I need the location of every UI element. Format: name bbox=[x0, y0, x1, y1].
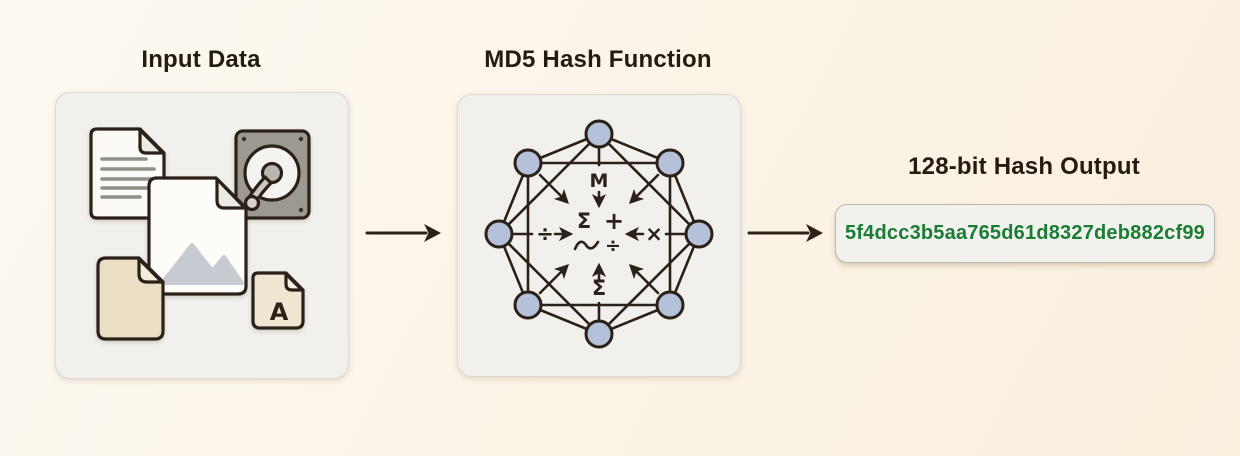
disk-arm-pivot bbox=[243, 194, 261, 212]
sigma-lower-symbol: Σ bbox=[592, 276, 606, 300]
network-node bbox=[655, 148, 685, 178]
md5-function-title: MD5 Hash Function bbox=[484, 46, 712, 73]
hash-output-box: 5f4dcc3b5aa765d61d8327deb882cf99 bbox=[835, 204, 1215, 263]
network-node bbox=[684, 219, 714, 249]
input-data-panel: A bbox=[55, 92, 349, 379]
image-mountains bbox=[160, 243, 244, 285]
letter-file-icon: A bbox=[251, 271, 305, 330]
letter-a-label: A bbox=[270, 298, 289, 326]
input-files-illustration: A bbox=[89, 127, 311, 341]
input-data-title: Input Data bbox=[141, 46, 261, 73]
sigma-upper-symbol: Σ bbox=[577, 209, 591, 233]
network-node bbox=[584, 119, 614, 149]
hash-network-illustration: M Σ + ÷ × ÷ Σ bbox=[484, 119, 714, 349]
text-document-icon bbox=[89, 127, 166, 220]
multiply-symbol: × bbox=[645, 222, 663, 246]
network-node bbox=[513, 148, 543, 178]
hash-output-title: 128-bit Hash Output bbox=[908, 153, 1140, 180]
document-text-lines bbox=[100, 157, 156, 199]
network-node bbox=[655, 290, 685, 320]
right-arrow-icon bbox=[365, 224, 441, 242]
network-node bbox=[584, 319, 614, 349]
blank-file-icon bbox=[96, 256, 165, 341]
hard-drive-icon bbox=[234, 129, 311, 220]
network-symbol-spokes bbox=[510, 145, 688, 323]
network-node bbox=[484, 219, 514, 249]
divide-center-symbol: ÷ bbox=[605, 235, 621, 257]
right-arrow-icon bbox=[747, 224, 823, 242]
message-symbol: M bbox=[590, 170, 609, 192]
network-center-arrows bbox=[538, 173, 660, 295]
network-node bbox=[513, 290, 543, 320]
plus-symbol: + bbox=[604, 207, 624, 235]
md5-function-panel: M Σ + ÷ × ÷ Σ bbox=[457, 94, 741, 377]
divide-left-symbol: ÷ bbox=[536, 222, 554, 246]
sine-wave-symbol bbox=[573, 240, 600, 251]
network-nodes bbox=[484, 119, 714, 349]
hash-value: 5f4dcc3b5aa765d61d8327deb882cf99 bbox=[845, 222, 1205, 244]
image-file-icon bbox=[147, 176, 248, 296]
